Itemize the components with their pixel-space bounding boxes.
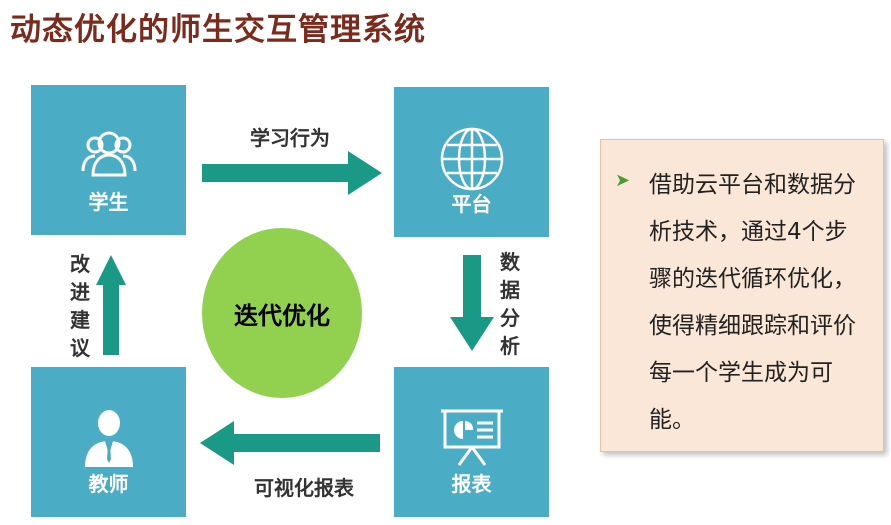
arrow-up: [96, 255, 126, 355]
teacher-label: 教师: [88, 472, 129, 496]
description-note: ➤ 借助云平台和数据分析技术，通过4个步骤的迭代循环优化，使得精细跟踪和评价每一…: [600, 139, 884, 452]
edge-label-suggestions: 改 进 建 议: [70, 252, 90, 360]
globe-icon: [440, 127, 503, 191]
center-node: 迭代优化: [202, 228, 362, 398]
edge-label-learning-behavior: 学习行为: [250, 126, 330, 150]
arrow-right: [202, 151, 382, 195]
report-label: 报表: [451, 472, 492, 496]
student-node: 学生: [31, 85, 186, 235]
platform-label: 平台: [451, 192, 492, 216]
teacher-person-icon: [84, 410, 133, 467]
student-label: 学生: [88, 190, 129, 214]
platform-node: 平台: [394, 87, 549, 237]
arrow-left: [200, 421, 380, 465]
arrow-down: [450, 255, 494, 351]
teacher-node: 教师: [31, 367, 186, 517]
presentation-board-icon: [440, 409, 503, 466]
note-text: 借助云平台和数据分析技术，通过4个步骤的迭代循环优化，使得精细跟踪和评价每一个学…: [649, 172, 856, 433]
edge-label-data-analysis: 数 据 分 析: [500, 250, 520, 358]
edge-label-visual-report: 可视化报表: [254, 476, 354, 500]
users-icon: [81, 131, 136, 177]
page-title: 动态优化的师生交互管理系统: [10, 12, 426, 48]
center-label: 迭代优化: [234, 301, 330, 330]
triangle-bullet-icon: ➤: [615, 170, 631, 191]
report-node: 报表: [394, 367, 549, 517]
